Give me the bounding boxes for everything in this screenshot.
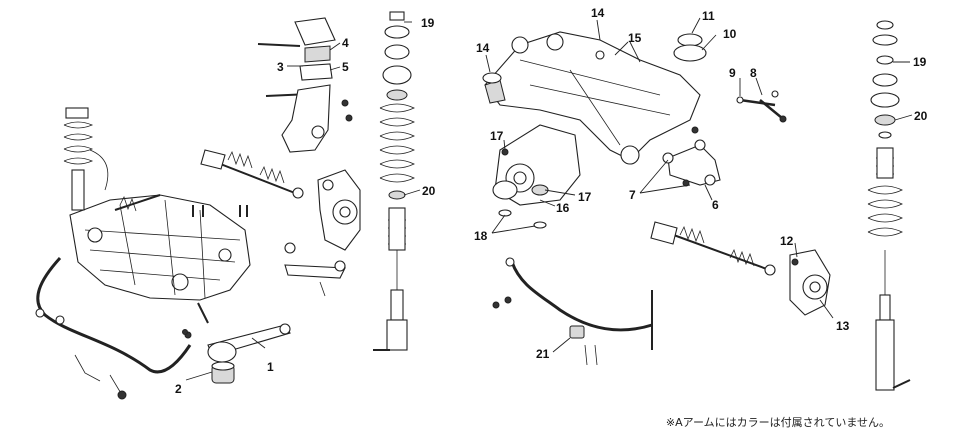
rear-stabilizer-bar (492, 257, 653, 366)
callout-18: 18 (474, 229, 488, 243)
front-upright (281, 84, 353, 153)
callout-20-rear: 20 (914, 109, 928, 123)
front-coilover-exploded (373, 11, 415, 351)
front-coilover-assembly (63, 107, 109, 211)
callout-9: 9 (729, 66, 736, 80)
rear-hub-knuckle (789, 249, 831, 316)
callout-3: 3 (277, 60, 284, 74)
callout-14-bushing: 14 (476, 41, 490, 55)
front-hub-knuckle (317, 169, 361, 251)
upper-arm-bracket (257, 17, 336, 97)
callout-19-rear: 19 (913, 55, 927, 69)
tension-rod-bushing (207, 341, 237, 384)
front-bolts (182, 205, 248, 335)
footnote-note: ※Aアームにはカラーは付属されていません。 (665, 416, 890, 429)
callout-labels: 1 2 3 4 5 19 20 14 15 14 11 10 9 8 6 7 1… (175, 6, 928, 396)
callout-17-bottom: 17 (578, 190, 592, 204)
callout-8: 8 (750, 66, 757, 80)
callout-15: 15 (628, 31, 642, 45)
front-lower-link (284, 242, 346, 297)
callout-1: 1 (267, 360, 274, 374)
subframe-bushings (482, 33, 707, 84)
front-stabilizer-bar (35, 256, 192, 400)
front-drive-shaft (200, 149, 304, 199)
rear-subframe (484, 31, 701, 165)
callout-11: 11 (702, 9, 715, 23)
rear-lower-arm (662, 126, 721, 187)
rear-differential (492, 124, 581, 229)
leader-lines (185, 17, 913, 381)
callout-14: 14 (591, 6, 605, 20)
callout-10: 10 (723, 27, 737, 41)
callout-16: 16 (556, 201, 570, 215)
callout-17-top: 17 (490, 129, 504, 143)
callout-20-front: 20 (422, 184, 436, 198)
callout-12: 12 (780, 234, 794, 248)
callout-2: 2 (175, 382, 182, 396)
rear-toe-link (736, 90, 787, 123)
callout-7: 7 (629, 188, 636, 202)
rear-drive-shaft (650, 221, 776, 276)
callout-5: 5 (342, 60, 349, 74)
callout-4: 4 (342, 36, 349, 50)
callout-6: 6 (712, 198, 719, 212)
callout-13: 13 (836, 319, 850, 333)
rear-coilover-exploded (867, 20, 911, 391)
front-inner-shaft (114, 194, 161, 212)
front-subframe (69, 194, 251, 301)
callout-21: 21 (536, 347, 550, 361)
callout-19-front: 19 (421, 16, 435, 30)
